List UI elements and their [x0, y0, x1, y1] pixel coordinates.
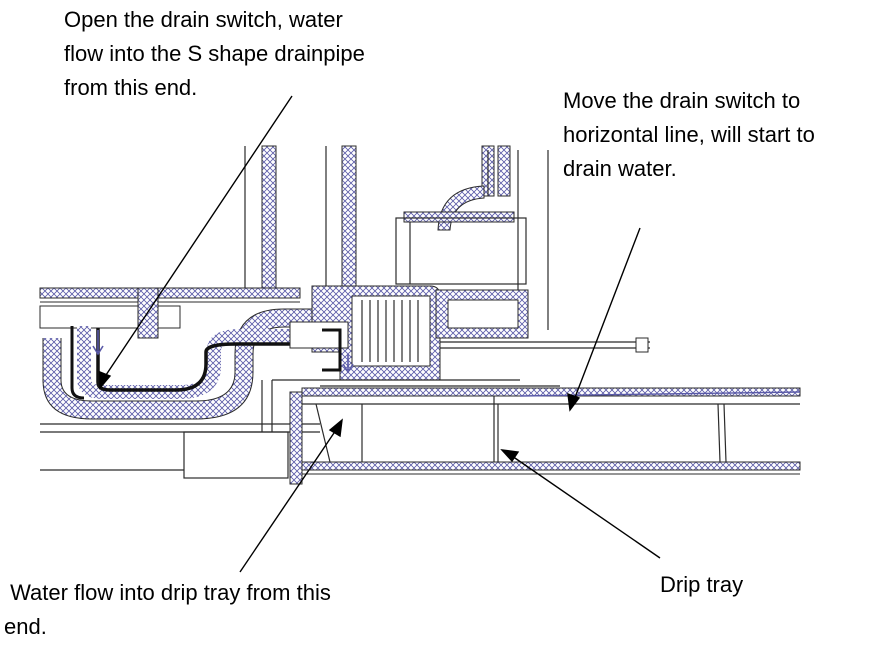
drain-switch-callout-line-1: Move the drain switch to: [563, 88, 801, 113]
upper-plate: [39, 287, 301, 329]
lower-frame: [40, 379, 560, 479]
housing-walls: [261, 145, 515, 297]
flow-arrow-icons: [92, 330, 354, 374]
leader-drip-tray-arrowhead: [500, 449, 520, 463]
s-shape-drainpipe: [42, 287, 322, 420]
drip-tray-callout: Drip tray: [660, 568, 743, 602]
housing-outlines: [244, 146, 549, 330]
drain-inlet-callout-line-1: Open the drain switch, water: [64, 7, 343, 32]
drain-switch-callout: Move the drain switch to horizontal line…: [563, 84, 815, 186]
drip-tray-inlet-callout-line-2: end.: [4, 614, 47, 639]
leader-drip-tray-inlet-arrowhead: [328, 418, 343, 438]
drain-inlet-callout-line-2: flow into the S shape drainpipe: [64, 41, 365, 66]
leader-drip-tray: [511, 455, 661, 559]
drain-inlet-callout: Open the drain switch, water flow into t…: [64, 3, 365, 105]
leader-drain-switch-arrowhead: [567, 392, 581, 412]
leader-drain-inlet-arrowhead: [99, 370, 112, 390]
drip-tray: [289, 387, 801, 485]
leader-lines: [99, 95, 661, 573]
drain-switch-valve: [289, 285, 650, 381]
drain-switch-callout-line-2: horizontal line, will start to: [563, 122, 815, 147]
leader-drain-inlet: [103, 95, 293, 379]
drip-tray-inlet-callout-line-1: Water flow into drip tray from this: [4, 580, 331, 605]
drip-tray-inlet-callout: Water flow into drip tray from this end.: [4, 576, 331, 644]
drain-switch-callout-line-3: drain water.: [563, 156, 677, 181]
drip-tray-label: Drip tray: [660, 572, 744, 597]
leader-drip-tray-inlet: [239, 429, 337, 573]
leader-drain-switch: [573, 227, 641, 401]
drain-inlet-callout-line-3: from this end.: [64, 75, 198, 100]
